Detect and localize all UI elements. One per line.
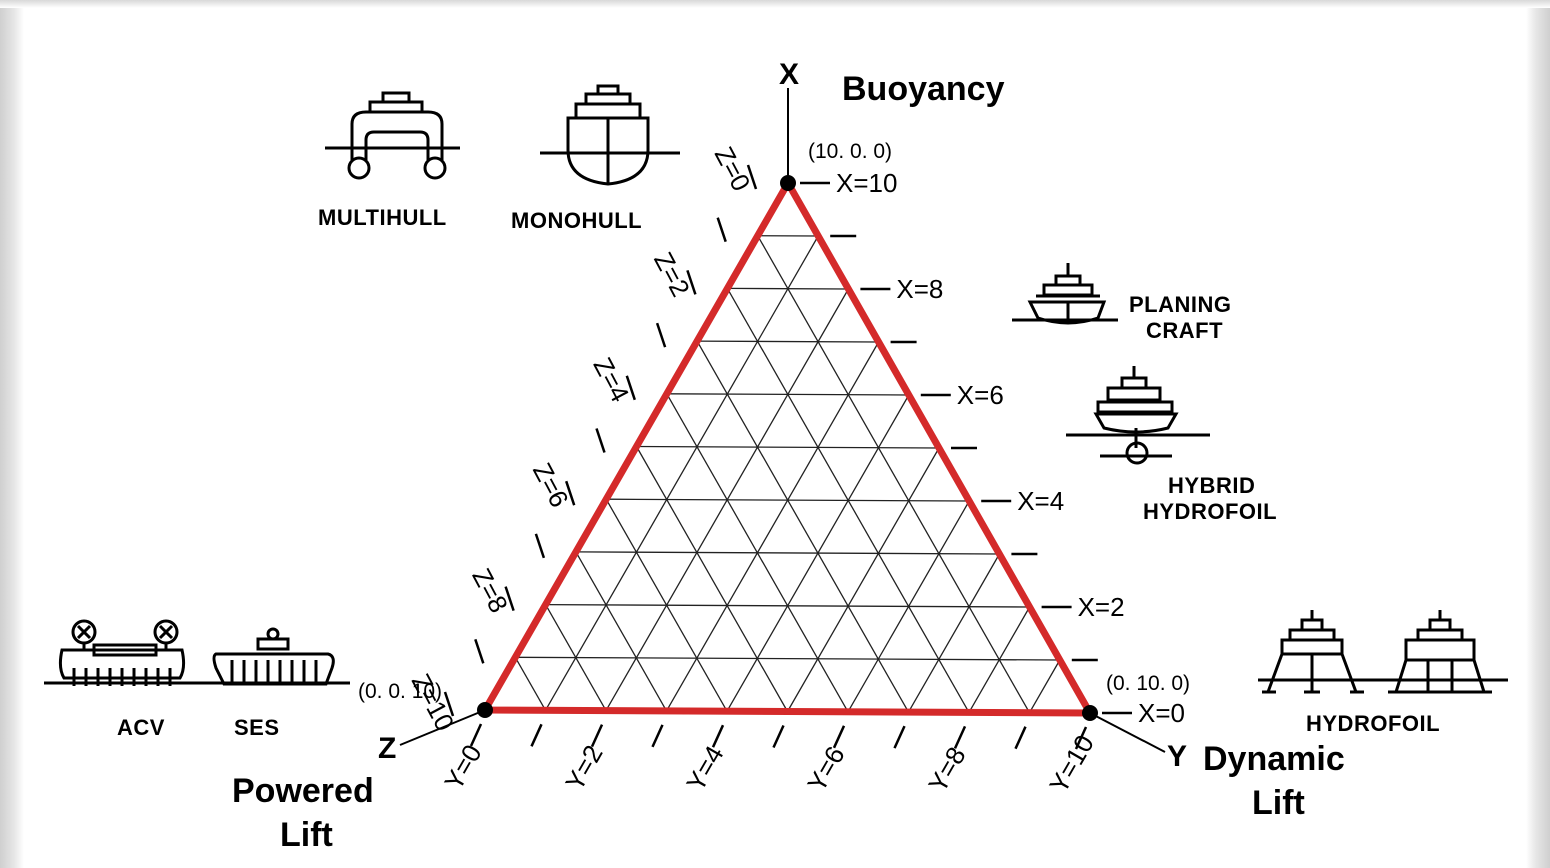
y-axis-tick — [590, 724, 604, 748]
y-tick-label: Y=8 — [922, 742, 971, 798]
axis-ticks — [443, 164, 1132, 750]
y-axis-tick — [530, 723, 543, 747]
grid-line — [665, 341, 880, 712]
axis-tick-labels: X=10X=8X=6X=4X=2X=0Z=0Z=2Z=4Z=6Z=8Z=10Y=… — [406, 142, 1185, 798]
grid-line — [635, 446, 789, 712]
z-axis-tick — [443, 691, 455, 717]
grid-line — [1028, 659, 1061, 714]
grid-line — [575, 551, 668, 712]
y-axis-tick — [1014, 726, 1027, 750]
ses-label: SES — [234, 715, 280, 740]
monohull-label: MONOHULL — [511, 208, 642, 233]
x-axis-letter: X — [779, 58, 799, 91]
z-axis-tick — [595, 428, 606, 453]
grid-line — [515, 656, 1060, 661]
z-axis-line — [399, 709, 486, 746]
y-axis-letter: Y — [1167, 740, 1187, 773]
z-tick-label: Z=8 — [466, 563, 514, 617]
hybrid-hydrofoil-label-line1: HYBRID — [1168, 473, 1255, 498]
z-axis-tick — [686, 270, 697, 295]
planing-craft-icon — [1012, 263, 1118, 325]
x-tick-label: X=0 — [1138, 698, 1185, 728]
right-vertex-coordinate: (0. 10. 0) — [1106, 672, 1190, 695]
hybrid-hydrofoil-label-line2: HYDROFOIL — [1143, 499, 1277, 524]
vertex-dot-powered-lift — [477, 702, 493, 718]
hydrofoil-icon — [1258, 610, 1508, 694]
y-tick-label: Y=6 — [801, 741, 850, 797]
buoyancy-title: Buoyancy — [842, 70, 1005, 108]
grid-line — [757, 235, 1031, 714]
z-axis-tick — [625, 375, 636, 401]
acv-icon — [44, 619, 200, 686]
vertex-dot-dynamic-lift — [1082, 705, 1098, 721]
grid-line — [786, 447, 940, 712]
grid-line — [636, 445, 940, 449]
x-tick-label: X=2 — [1078, 592, 1125, 622]
x-tick-label: X=10 — [836, 168, 897, 198]
left-vertex-coordinate: (0. 0. 10) — [358, 680, 442, 703]
multihull-icon — [325, 91, 460, 180]
z-axis-tick — [565, 480, 576, 506]
dynamic-lift-title-line2: Lift — [1252, 784, 1305, 822]
multihull-label: MULTIHULL — [318, 205, 447, 230]
hydrofoil-label: HYDROFOIL — [1306, 711, 1440, 736]
y-axis-tick — [772, 724, 785, 749]
y-axis-tick — [953, 725, 967, 749]
z-axis-letter: Z — [378, 732, 396, 765]
y-tick-label: Y=0 — [438, 739, 487, 795]
z-tick-label: Z=0 — [709, 142, 757, 196]
z-axis-tick — [474, 638, 485, 664]
y-axis-tick — [711, 724, 725, 748]
powered-lift-title-line1: Powered — [232, 772, 374, 810]
y-axis-tick — [1074, 726, 1088, 750]
y-axis-tick — [893, 725, 906, 749]
acv-label: ACV — [117, 715, 165, 740]
y-axis-tick — [832, 725, 846, 749]
z-axis-tick — [534, 533, 546, 559]
z-tick-label: Z=4 — [588, 353, 636, 407]
planing-craft-label-line2: CRAFT — [1146, 318, 1223, 343]
hybrid-hydrofoil-icon — [1066, 366, 1210, 465]
top-vertex-coordinate: (10. 0. 0) — [808, 140, 892, 163]
z-axis-tick — [655, 322, 667, 348]
grid-line — [907, 553, 1000, 713]
y-tick-label: Y=10 — [1043, 730, 1100, 798]
triangle-border — [481, 179, 1094, 717]
vertex-dot-buoyancy — [780, 175, 796, 191]
planing-craft-label-line1: PLANING — [1129, 292, 1232, 317]
dynamic-lift-title-line1: Dynamic — [1203, 740, 1345, 778]
y-tick-label: Y=2 — [559, 740, 608, 796]
z-axis-tick — [504, 586, 515, 611]
x-tick-label: X=8 — [896, 274, 943, 304]
triangle-grid — [514, 235, 1061, 714]
grid-line — [606, 498, 970, 502]
grid-line — [666, 393, 909, 396]
y-tick-label: Y=4 — [680, 740, 729, 796]
y-axis-tick — [469, 723, 483, 747]
grid-line — [544, 235, 819, 711]
grid-line — [696, 340, 910, 713]
grid-line — [575, 551, 1000, 555]
z-axis-tick — [716, 217, 727, 243]
powered-lift-title-line2: Lift — [280, 816, 333, 854]
grid-line — [697, 340, 879, 343]
grid-line — [514, 656, 547, 711]
grid-line — [545, 603, 1030, 608]
window-frame — [0, 0, 1550, 8]
z-tick-label: Z=2 — [648, 247, 696, 301]
x-tick-label: X=6 — [957, 380, 1004, 410]
ses-icon — [200, 627, 350, 686]
z-tick-label: Z=6 — [527, 458, 575, 512]
y-axis-line — [1089, 712, 1166, 753]
z-axis-tick — [746, 164, 758, 190]
grid-line — [727, 287, 849, 290]
y-axis-tick — [651, 724, 664, 748]
monohull-icon — [540, 84, 680, 186]
x-tick-label: X=4 — [1017, 486, 1064, 516]
